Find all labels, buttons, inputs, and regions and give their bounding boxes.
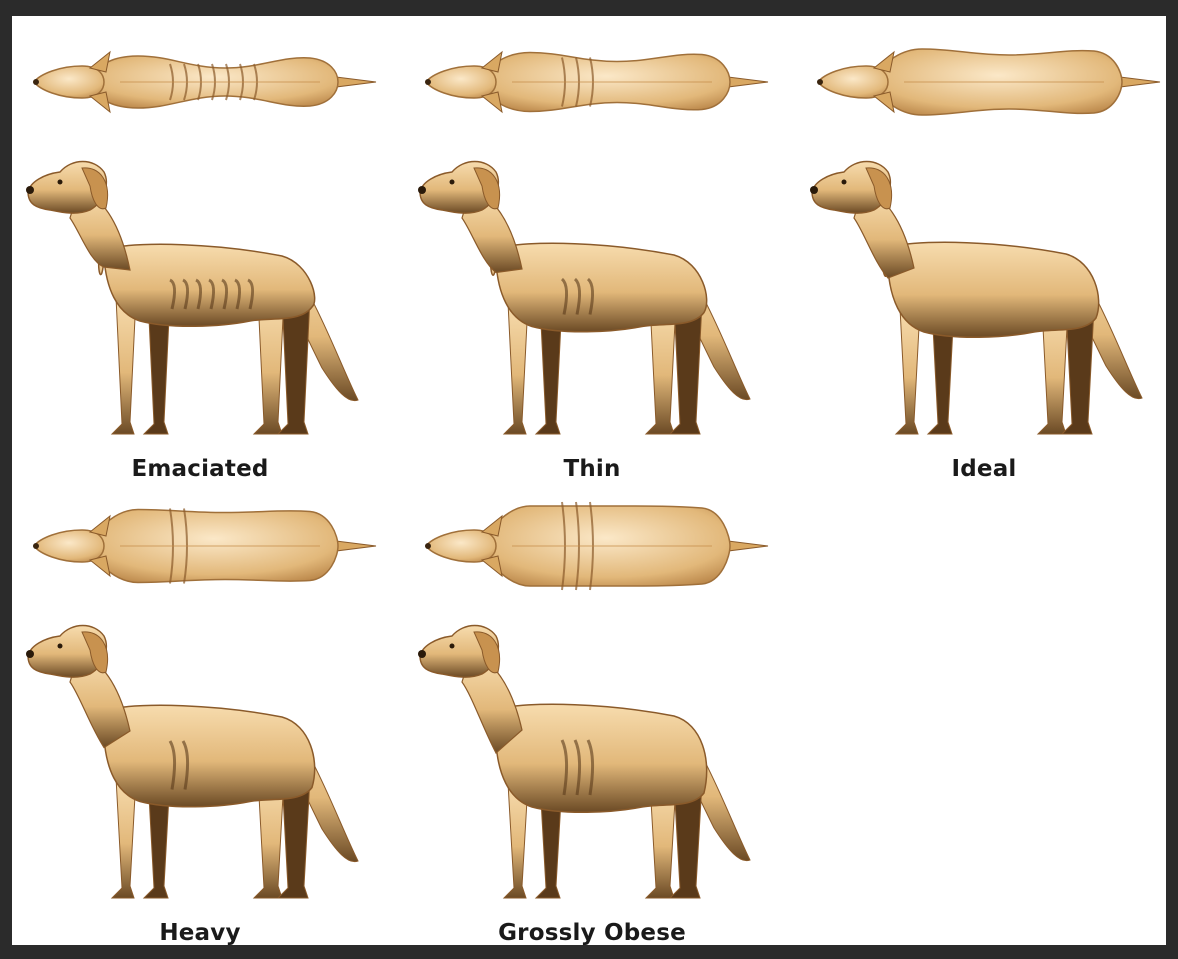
nose [817,79,823,85]
ear [90,556,110,576]
nose [418,186,426,194]
panel-ideal: Ideal [804,32,1178,482]
eye [58,180,63,185]
ear [874,92,894,112]
label-heavy: Heavy [20,920,380,946]
nose [26,186,34,194]
side-view-heavy [20,616,380,906]
tail [336,541,376,551]
top-view-ideal [804,32,1164,132]
figure-frame: Emaciated Thin Ideal Heavy Grossly Obese [12,16,1166,945]
torso [99,705,315,806]
tail [336,77,376,87]
ear [482,556,502,576]
panel-emaciated: Emaciated [20,32,400,482]
tail [728,541,768,551]
ear [482,516,502,536]
ear [482,92,502,112]
top-view-thin [412,32,772,132]
nose [418,650,426,658]
side-view-emaciated [20,152,380,442]
label-ideal: Ideal [804,456,1164,482]
ear [874,52,894,72]
nose [33,543,39,549]
torso [491,243,707,331]
torso [99,244,315,326]
side-view-thin [412,152,772,442]
ear [90,92,110,112]
label-thin: Thin [412,456,772,482]
panel-grossly-obese: Grossly Obese [412,496,792,946]
head [34,66,104,98]
head [426,530,496,562]
head [426,66,496,98]
torso [883,242,1099,337]
ear [90,52,110,72]
eye [842,180,847,185]
nose [425,79,431,85]
head [34,530,104,562]
nose [810,186,818,194]
ear [90,516,110,536]
label-emaciated: Emaciated [20,456,380,482]
torso [491,704,707,812]
side-view-ideal [804,152,1164,442]
label-grossly-obese: Grossly Obese [412,920,772,946]
side-view-grossly-obese [412,616,772,906]
tail [1120,77,1160,87]
ear [482,52,502,72]
head [818,66,888,98]
top-view-emaciated [20,32,380,132]
panel-heavy: Heavy [20,496,400,946]
nose [26,650,34,658]
top-view-grossly-obese [412,496,772,596]
eye [58,644,63,649]
eye [450,644,455,649]
top-view-heavy [20,496,380,596]
eye [450,180,455,185]
nose [425,543,431,549]
nose [33,79,39,85]
panel-thin: Thin [412,32,792,482]
tail [728,77,768,87]
